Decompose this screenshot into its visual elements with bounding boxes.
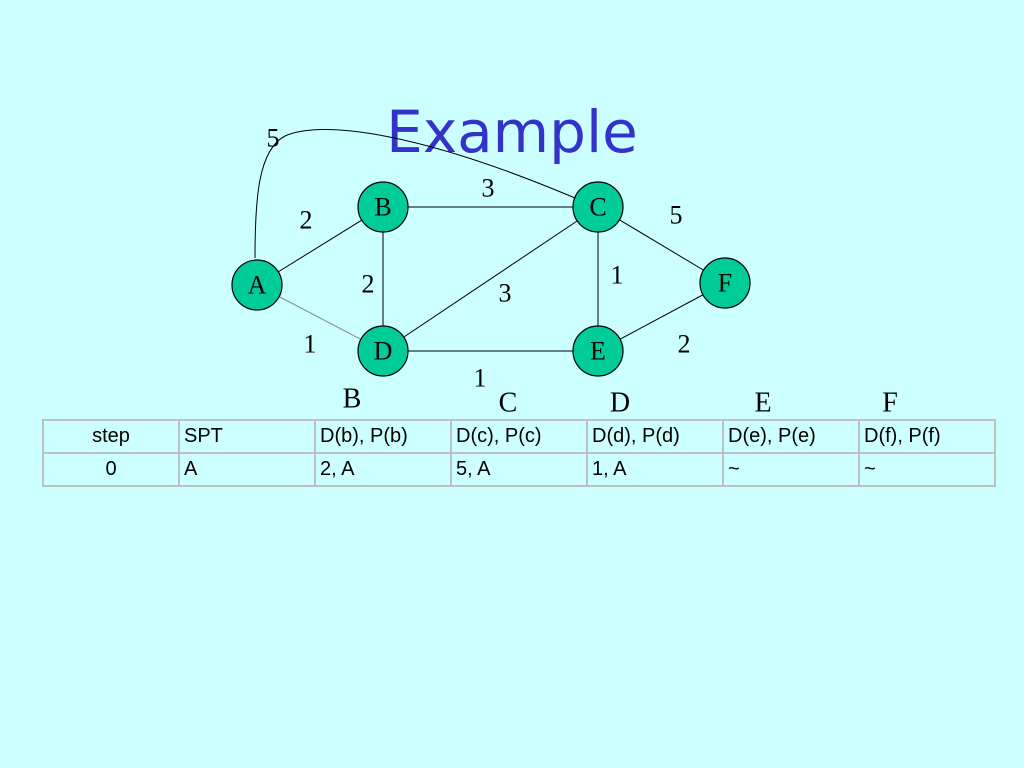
weight-e-f: 2 [678, 330, 691, 359]
node-f-label: F [718, 269, 732, 298]
cell-c: 5, A [450, 452, 588, 487]
edge-c-d [382, 206, 599, 352]
column-letter-f: F [882, 388, 898, 419]
header-cell-e: D(e), P(e) [722, 419, 860, 454]
slide-title: Example [386, 98, 638, 166]
node-f: F [699, 257, 751, 309]
edge-a-c [254, 129, 597, 259]
table-header-row: step SPT D(b), P(b) D(c), P(c) D(d), P(d… [42, 419, 996, 454]
table-row: 0 A 2, A 5, A 1, A ~ ~ [42, 452, 996, 487]
weight-b-d: 2 [362, 270, 375, 299]
distance-table: step SPT D(b), P(b) D(c), P(c) D(d), P(d… [42, 419, 996, 487]
weight-d-e: 1 [474, 364, 487, 393]
node-e-label: E [590, 337, 606, 366]
weight-a-d: 1 [304, 330, 317, 359]
cell-b: 2, A [314, 452, 452, 487]
header-cell-f: D(f), P(f) [858, 419, 996, 454]
node-c-label: C [589, 193, 606, 222]
node-a: A [231, 259, 283, 311]
column-letter-c: C [499, 388, 518, 419]
node-d: D [357, 325, 409, 377]
graph-diagram: 5 2 1 3 2 3 1 5 1 2 A B C D E F B C D E … [231, 124, 898, 419]
node-b-label: B [374, 193, 391, 222]
column-letter-b: B [343, 384, 362, 415]
header-cell-d: D(d), P(d) [586, 419, 724, 454]
weight-c-e: 1 [611, 261, 624, 290]
node-b: B [357, 181, 409, 233]
weight-b-c: 3 [482, 174, 495, 203]
cell-d: 1, A [586, 452, 724, 487]
node-d-label: D [374, 337, 393, 366]
cell-f: ~ [858, 452, 996, 487]
weight-c-f: 5 [670, 201, 683, 230]
header-cell-spt: SPT [178, 419, 316, 454]
weight-c-d: 3 [499, 279, 512, 308]
header-cell-step: step [42, 419, 180, 454]
node-c: C [572, 181, 624, 233]
header-cell-b: D(b), P(b) [314, 419, 452, 454]
weight-a-c: 5 [267, 124, 280, 153]
cell-e: ~ [722, 452, 860, 487]
cell-step: 0 [42, 452, 180, 487]
weight-a-b: 2 [300, 206, 313, 235]
column-letter-d: D [610, 388, 630, 419]
column-letter-e: E [754, 388, 771, 419]
header-cell-c: D(c), P(c) [450, 419, 588, 454]
node-e: E [572, 325, 624, 377]
cell-spt: A [178, 452, 316, 487]
node-a-label: A [248, 271, 267, 300]
